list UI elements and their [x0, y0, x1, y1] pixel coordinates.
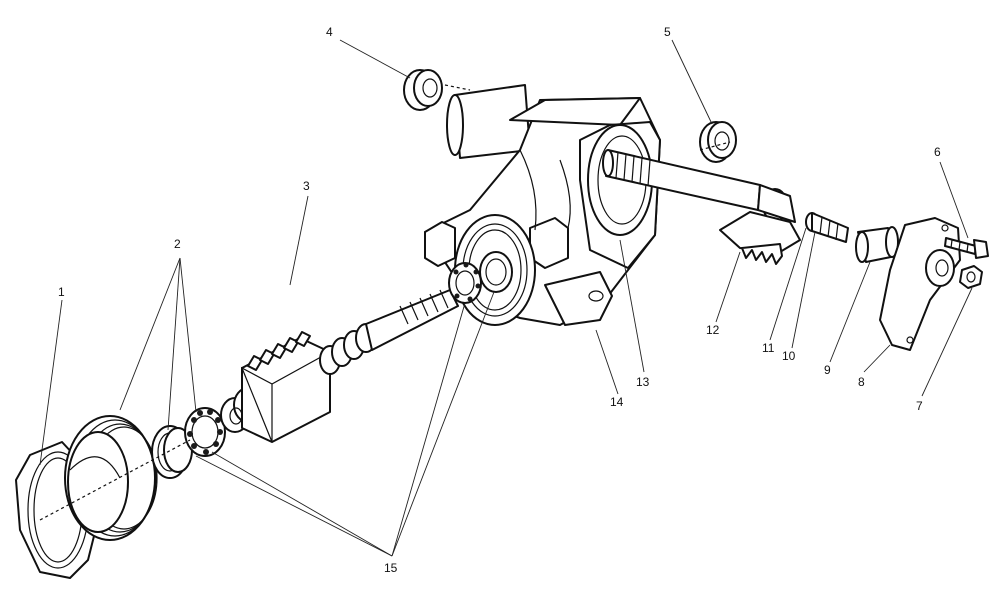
callout-6: 6 [934, 145, 941, 159]
part-15-bearing-cage-lower [184, 407, 226, 457]
callout-2: 2 [174, 237, 181, 251]
part-6-bolt [944, 237, 989, 259]
leader-lines [39, 39, 973, 557]
callout-14: 14 [610, 395, 624, 409]
callout-9: 9 [824, 363, 831, 377]
callout-4: 4 [326, 25, 333, 39]
callout-1: 1 [58, 285, 65, 299]
callout-8: 8 [858, 375, 865, 389]
callout-5: 5 [664, 25, 671, 39]
part-13-sector-shaft [602, 149, 796, 223]
part-8-side-cover [879, 217, 961, 351]
part-11-adjuster-screw [805, 212, 849, 243]
callout-15: 15 [384, 561, 398, 575]
callout-11: 11 [762, 341, 775, 355]
part-9-bush [855, 226, 899, 263]
centre-lines [39, 84, 731, 521]
part-7-nut [959, 265, 983, 289]
part-15-bearing-upper [448, 251, 513, 304]
part-5-oil-seal [699, 121, 737, 163]
part-12-sector-gear [719, 211, 801, 265]
callout-7: 7 [916, 399, 923, 413]
part-4-oil-seal [403, 69, 443, 111]
callout-10: 10 [782, 349, 796, 363]
callout-3: 3 [303, 179, 310, 193]
callout-12: 12 [706, 323, 720, 337]
callout-13: 13 [636, 375, 650, 389]
part-2-adjuster-cup [64, 415, 158, 541]
part-3-worm-and-nut [220, 289, 459, 443]
callout-labels: 1 2 3 4 5 6 7 8 9 10 11 12 13 14 15 [58, 25, 941, 575]
